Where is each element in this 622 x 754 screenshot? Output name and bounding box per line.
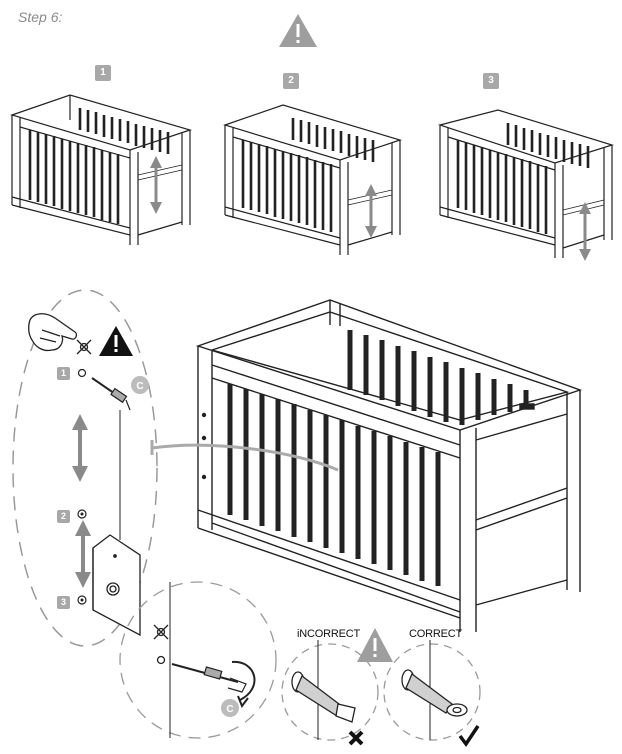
incorrect-x-icon (348, 730, 364, 746)
hand-icon (28, 313, 78, 352)
hole-3 (77, 595, 87, 605)
crib-large (195, 299, 583, 632)
part-c-badge-2 (221, 699, 239, 717)
detail-outline-left (12, 289, 158, 647)
crib-position-1 (10, 94, 193, 245)
warning-icon-detail (99, 326, 133, 356)
incorrect-label: iNCORRECT (297, 628, 360, 640)
bolt-assembly-1 (77, 368, 131, 411)
crib-position-2 (223, 104, 402, 255)
bolt-assembly-2 (171, 660, 256, 709)
callout-line (150, 440, 339, 472)
part-c-letter-1: C (136, 381, 143, 392)
crib-large-slats-front (227, 384, 441, 586)
hole-2 (77, 509, 87, 519)
correct-detail (383, 643, 481, 741)
no-screw-icon-2 (153, 624, 169, 640)
position-badge-2: 2 (283, 73, 299, 89)
detail-outline-bottom (119, 581, 277, 739)
part-c-badge-1 (131, 376, 149, 394)
incorrect-bolt (291, 671, 356, 723)
crib-1-slats (28, 108, 170, 224)
warning-icon-bottom (357, 628, 393, 662)
no-screw-icon (76, 339, 92, 355)
correct-check-icon (458, 725, 480, 748)
step-title: Step 6: (18, 9, 63, 25)
hole-badge-3: 3 (57, 596, 70, 609)
bracket-block (92, 534, 141, 637)
incorrect-detail (281, 643, 379, 741)
warning-icon-top (279, 14, 317, 47)
position-badge-3: 3 (483, 73, 499, 89)
crib-position-3 (437, 109, 615, 261)
crib-large-slats-back (347, 330, 529, 425)
hole-badge-1: 1 (57, 367, 70, 380)
position-badge-1: 1 (95, 65, 111, 81)
correct-bolt (401, 669, 468, 717)
correct-label: CORRECT (409, 628, 462, 640)
part-c-letter-2: C (226, 704, 233, 715)
hole-badge-2: 2 (57, 510, 70, 523)
